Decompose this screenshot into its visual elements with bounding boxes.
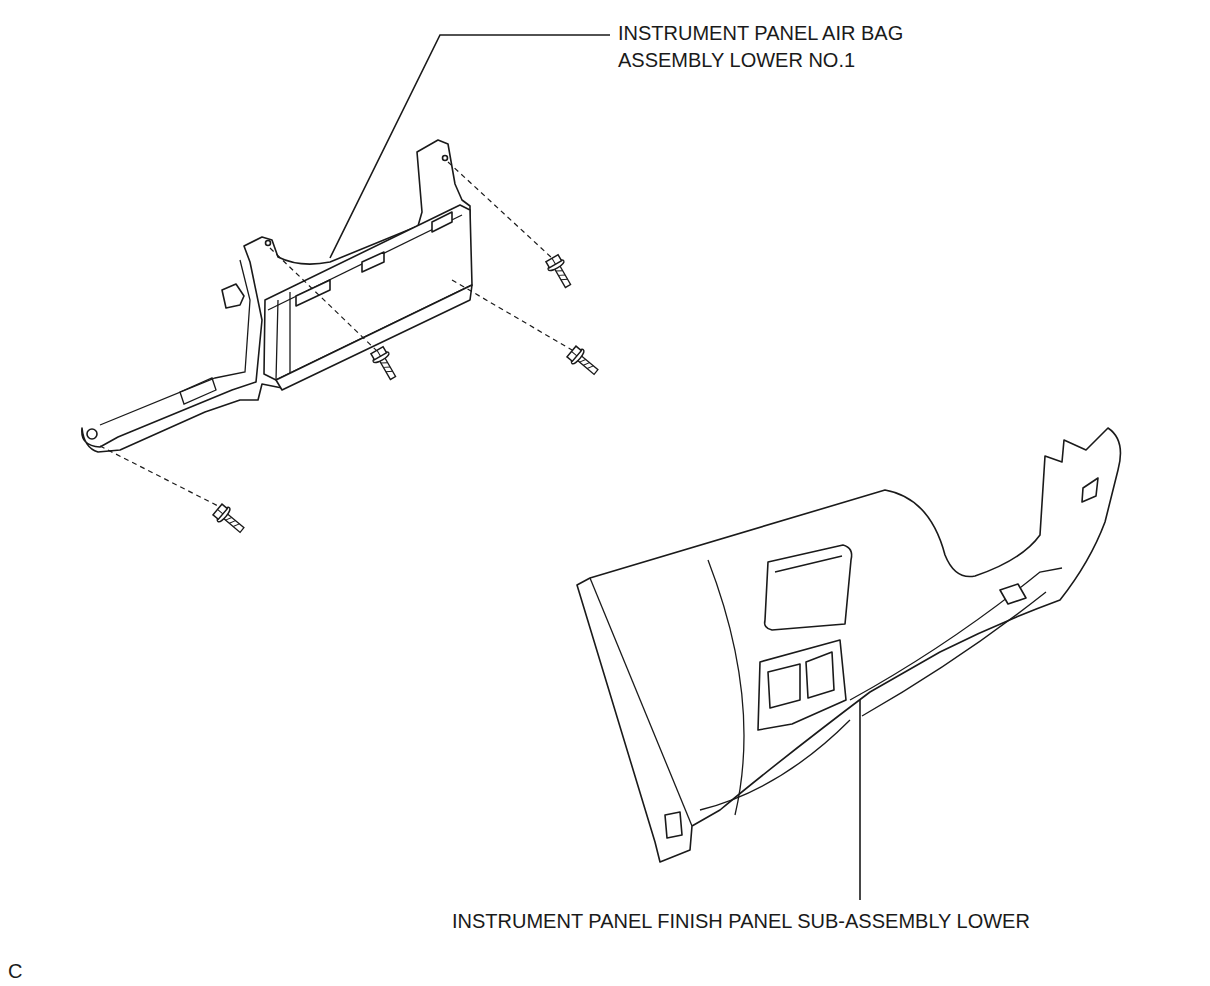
panel-clip bbox=[665, 812, 682, 838]
switch bbox=[806, 652, 834, 698]
airbag-module-edge bbox=[276, 292, 290, 380]
panel-clip bbox=[1082, 478, 1098, 502]
finish-panel bbox=[577, 428, 1120, 862]
bolt-hole bbox=[87, 429, 97, 439]
bolt bbox=[566, 345, 602, 379]
bracket-tab bbox=[432, 212, 452, 232]
install-line bbox=[100, 446, 222, 508]
bracket-edge bbox=[180, 378, 216, 404]
panel-edge bbox=[590, 578, 692, 826]
panel-ridge bbox=[700, 720, 850, 810]
panel-edge bbox=[708, 560, 744, 815]
install-line bbox=[452, 280, 572, 350]
panel-ridge bbox=[862, 592, 1046, 716]
part-name: INSTRUMENT PANEL AIR BAG ASSEMBLY LOWER … bbox=[618, 20, 998, 74]
airbag-assembly bbox=[82, 140, 472, 452]
bolt bbox=[544, 254, 576, 291]
airbag-module-face bbox=[264, 205, 472, 380]
switch bbox=[768, 664, 800, 708]
leader-line bbox=[330, 35, 610, 258]
switch-opening bbox=[758, 640, 846, 730]
leader-line bbox=[859, 700, 861, 900]
panel-pocket bbox=[765, 545, 852, 630]
figure-code: C bbox=[8, 958, 22, 985]
bracket-edge bbox=[100, 260, 250, 425]
panel-clip bbox=[1000, 584, 1026, 604]
install-line bbox=[448, 162, 552, 258]
bracket-pin bbox=[222, 284, 244, 308]
bracket-tab bbox=[362, 252, 384, 272]
panel-ridge bbox=[850, 568, 1062, 700]
bolt bbox=[369, 346, 401, 383]
part-name: INSTRUMENT PANEL FINISH PANEL SUB-ASSEMB… bbox=[452, 908, 1030, 935]
bolt-hole bbox=[443, 156, 448, 161]
bolt-hole bbox=[266, 241, 271, 246]
install-line bbox=[270, 248, 378, 352]
panel-outline bbox=[577, 428, 1120, 862]
bolt bbox=[212, 503, 248, 537]
bracket-tab bbox=[296, 280, 330, 306]
panel-pocket-edge bbox=[775, 556, 842, 572]
